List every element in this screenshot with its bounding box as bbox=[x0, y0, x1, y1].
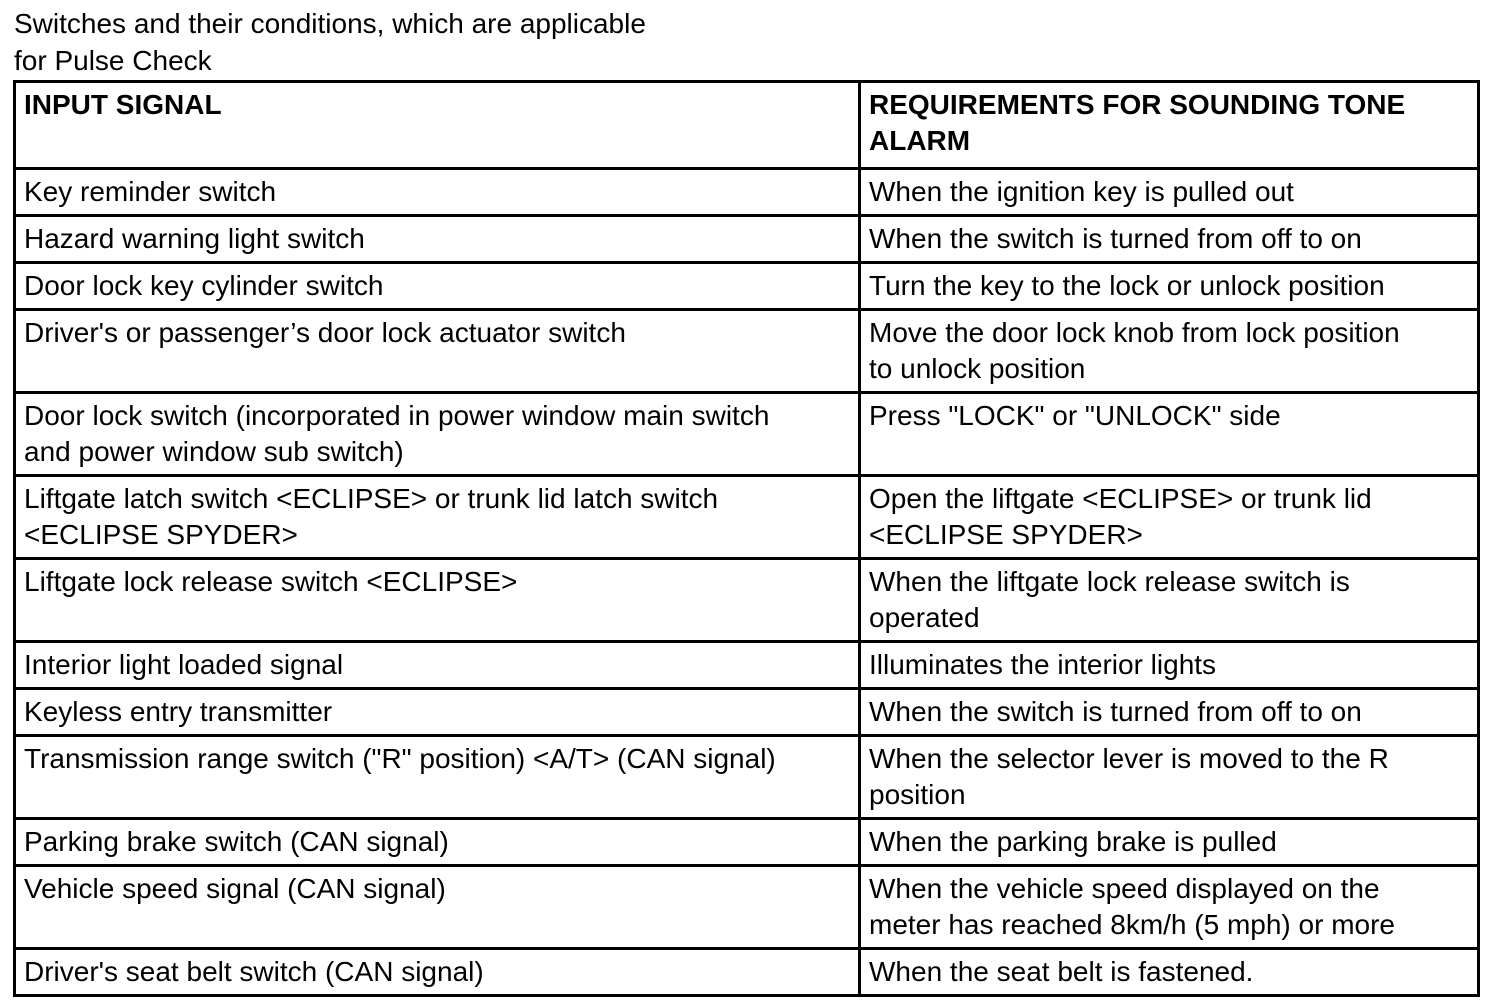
page-title-line-2: for Pulse Check bbox=[14, 45, 212, 76]
table-row: Transmission range switch ("R" position)… bbox=[13, 734, 1480, 820]
input-signal-cell: Liftgate lock release switch <ECLIPSE> bbox=[13, 557, 861, 643]
column-header-input-signal: INPUT SIGNAL bbox=[13, 80, 861, 170]
input-signal-cell: Vehicle speed signal (CAN signal) bbox=[13, 864, 861, 950]
requirement-cell: Open the liftgate <ECLIPSE> or trunk lid… bbox=[858, 474, 1480, 560]
input-signal-cell: Liftgate latch switch <ECLIPSE> or trunk… bbox=[13, 474, 861, 560]
requirement-cell: When the seat belt is fastened. bbox=[858, 947, 1480, 997]
requirement-cell: When the switch is turned from off to on bbox=[858, 687, 1480, 737]
input-signal-cell: Door lock key cylinder switch bbox=[13, 261, 861, 311]
requirement-cell: When the parking brake is pulled bbox=[858, 817, 1480, 867]
table-row: Door lock key cylinder switch Turn the k… bbox=[13, 261, 1480, 311]
table-row: Liftgate lock release switch <ECLIPSE> W… bbox=[13, 557, 1480, 643]
table-row: Hazard warning light switch When the swi… bbox=[13, 214, 1480, 264]
input-signal-cell: Keyless entry transmitter bbox=[13, 687, 861, 737]
requirement-cell: Illuminates the interior lights bbox=[858, 640, 1480, 690]
input-signal-cell: Transmission range switch ("R" position)… bbox=[13, 734, 861, 820]
requirement-cell: Press "LOCK" or "UNLOCK" side bbox=[858, 391, 1480, 477]
requirement-cell: When the liftgate lock release switch is… bbox=[858, 557, 1480, 643]
requirement-cell: When the selector lever is moved to the … bbox=[858, 734, 1480, 820]
column-header-requirements: REQUIREMENTS FOR SOUNDING TONE ALARM bbox=[858, 80, 1480, 170]
requirement-cell: Move the door lock knob from lock positi… bbox=[858, 308, 1480, 394]
input-signal-cell: Driver's seat belt switch (CAN signal) bbox=[13, 947, 861, 997]
input-signal-cell: Parking brake switch (CAN signal) bbox=[13, 817, 861, 867]
input-signal-cell: Key reminder switch bbox=[13, 167, 861, 217]
table-row: Interior light loaded signal Illuminates… bbox=[13, 640, 1480, 690]
table-row: Vehicle speed signal (CAN signal) When t… bbox=[13, 864, 1480, 950]
table-row: Liftgate latch switch <ECLIPSE> or trunk… bbox=[13, 474, 1480, 560]
input-signal-cell: Interior light loaded signal bbox=[13, 640, 861, 690]
input-signal-cell: Driver's or passenger’s door lock actuat… bbox=[13, 308, 861, 394]
table-row: Keyless entry transmitter When the switc… bbox=[13, 687, 1480, 737]
requirement-cell: Turn the key to the lock or unlock posit… bbox=[858, 261, 1480, 311]
pulse-check-conditions-table: INPUT SIGNAL REQUIREMENTS FOR SOUNDING T… bbox=[13, 80, 1480, 997]
requirement-cell: When the vehicle speed displayed on the … bbox=[858, 864, 1480, 950]
requirement-cell: When the switch is turned from off to on bbox=[858, 214, 1480, 264]
table-row: Key reminder switch When the ignition ke… bbox=[13, 167, 1480, 217]
page-title: Switches and their conditions, which are… bbox=[14, 5, 646, 79]
requirement-cell: When the ignition key is pulled out bbox=[858, 167, 1480, 217]
table-row: Parking brake switch (CAN signal) When t… bbox=[13, 817, 1480, 867]
table-row: Driver's seat belt switch (CAN signal) W… bbox=[13, 947, 1480, 997]
table-row: Door lock switch (incorporated in power … bbox=[13, 391, 1480, 477]
table-header-row: INPUT SIGNAL REQUIREMENTS FOR SOUNDING T… bbox=[13, 80, 1480, 170]
input-signal-cell: Hazard warning light switch bbox=[13, 214, 861, 264]
input-signal-cell: Door lock switch (incorporated in power … bbox=[13, 391, 861, 477]
table-row: Driver's or passenger’s door lock actuat… bbox=[13, 308, 1480, 394]
page-title-line-1: Switches and their conditions, which are… bbox=[14, 8, 646, 39]
